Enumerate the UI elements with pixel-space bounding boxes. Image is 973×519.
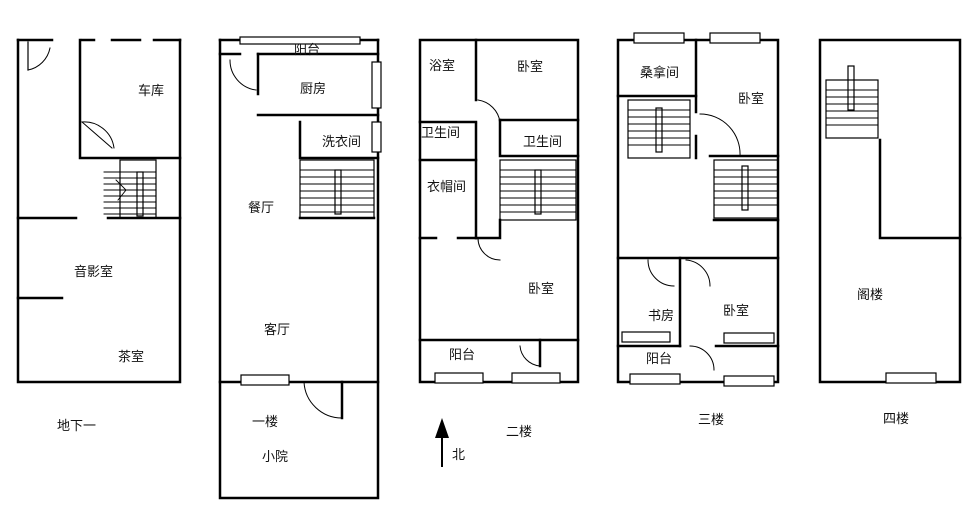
- north-label: 北: [452, 448, 466, 463]
- room-label-bedroom-2b: 卧室: [528, 282, 555, 297]
- floor-caption-second: 二楼: [506, 425, 533, 440]
- room-label-attic: 阁楼: [857, 288, 884, 303]
- room-label-balcony-3: 阳台: [646, 352, 673, 367]
- room-label-balcony: 阳台: [294, 43, 321, 58]
- floor-caption-basement: 地下一: [57, 419, 97, 434]
- fourth-floor-plan: [818, 38, 962, 384]
- room-label-kitchen: 厨房: [300, 82, 327, 97]
- room-label-toilet-2a: 卫生间: [421, 126, 461, 141]
- room-label-bath: 浴室: [429, 59, 456, 74]
- room-label-bedroom-3a: 卧室: [738, 92, 765, 107]
- basement-plan: [16, 38, 182, 384]
- room-label-courtyard: 小院: [262, 450, 289, 465]
- room-label-dining: 餐厅: [248, 201, 275, 216]
- third-floor-plan: [616, 32, 780, 387]
- room-label-laundry: 洗衣间: [322, 135, 362, 150]
- room-label-living: 客厅: [264, 323, 291, 338]
- room-label-bedroom-3b: 卧室: [723, 304, 750, 319]
- second-floor-plan: [418, 38, 580, 384]
- floor-caption-first: 一楼: [252, 415, 279, 430]
- floor-caption-fourth: 四楼: [883, 412, 910, 427]
- room-label-garage: 车库: [138, 84, 165, 99]
- room-label-media-room: 音影室: [74, 265, 114, 280]
- room-label-balcony-2: 阳台: [449, 348, 476, 363]
- room-label-sauna: 桑拿间: [640, 66, 680, 81]
- room-label-closet: 衣帽间: [427, 180, 467, 195]
- room-label-bedroom-2a: 卧室: [517, 60, 544, 75]
- room-label-toilet-2b: 卫生间: [523, 135, 563, 150]
- room-label-tea-room: 茶室: [118, 350, 145, 365]
- first-floor-plan: [218, 36, 382, 500]
- north-arrow-icon: [435, 418, 449, 467]
- floor-caption-third: 三楼: [698, 413, 725, 428]
- room-label-study: 书房: [648, 309, 675, 324]
